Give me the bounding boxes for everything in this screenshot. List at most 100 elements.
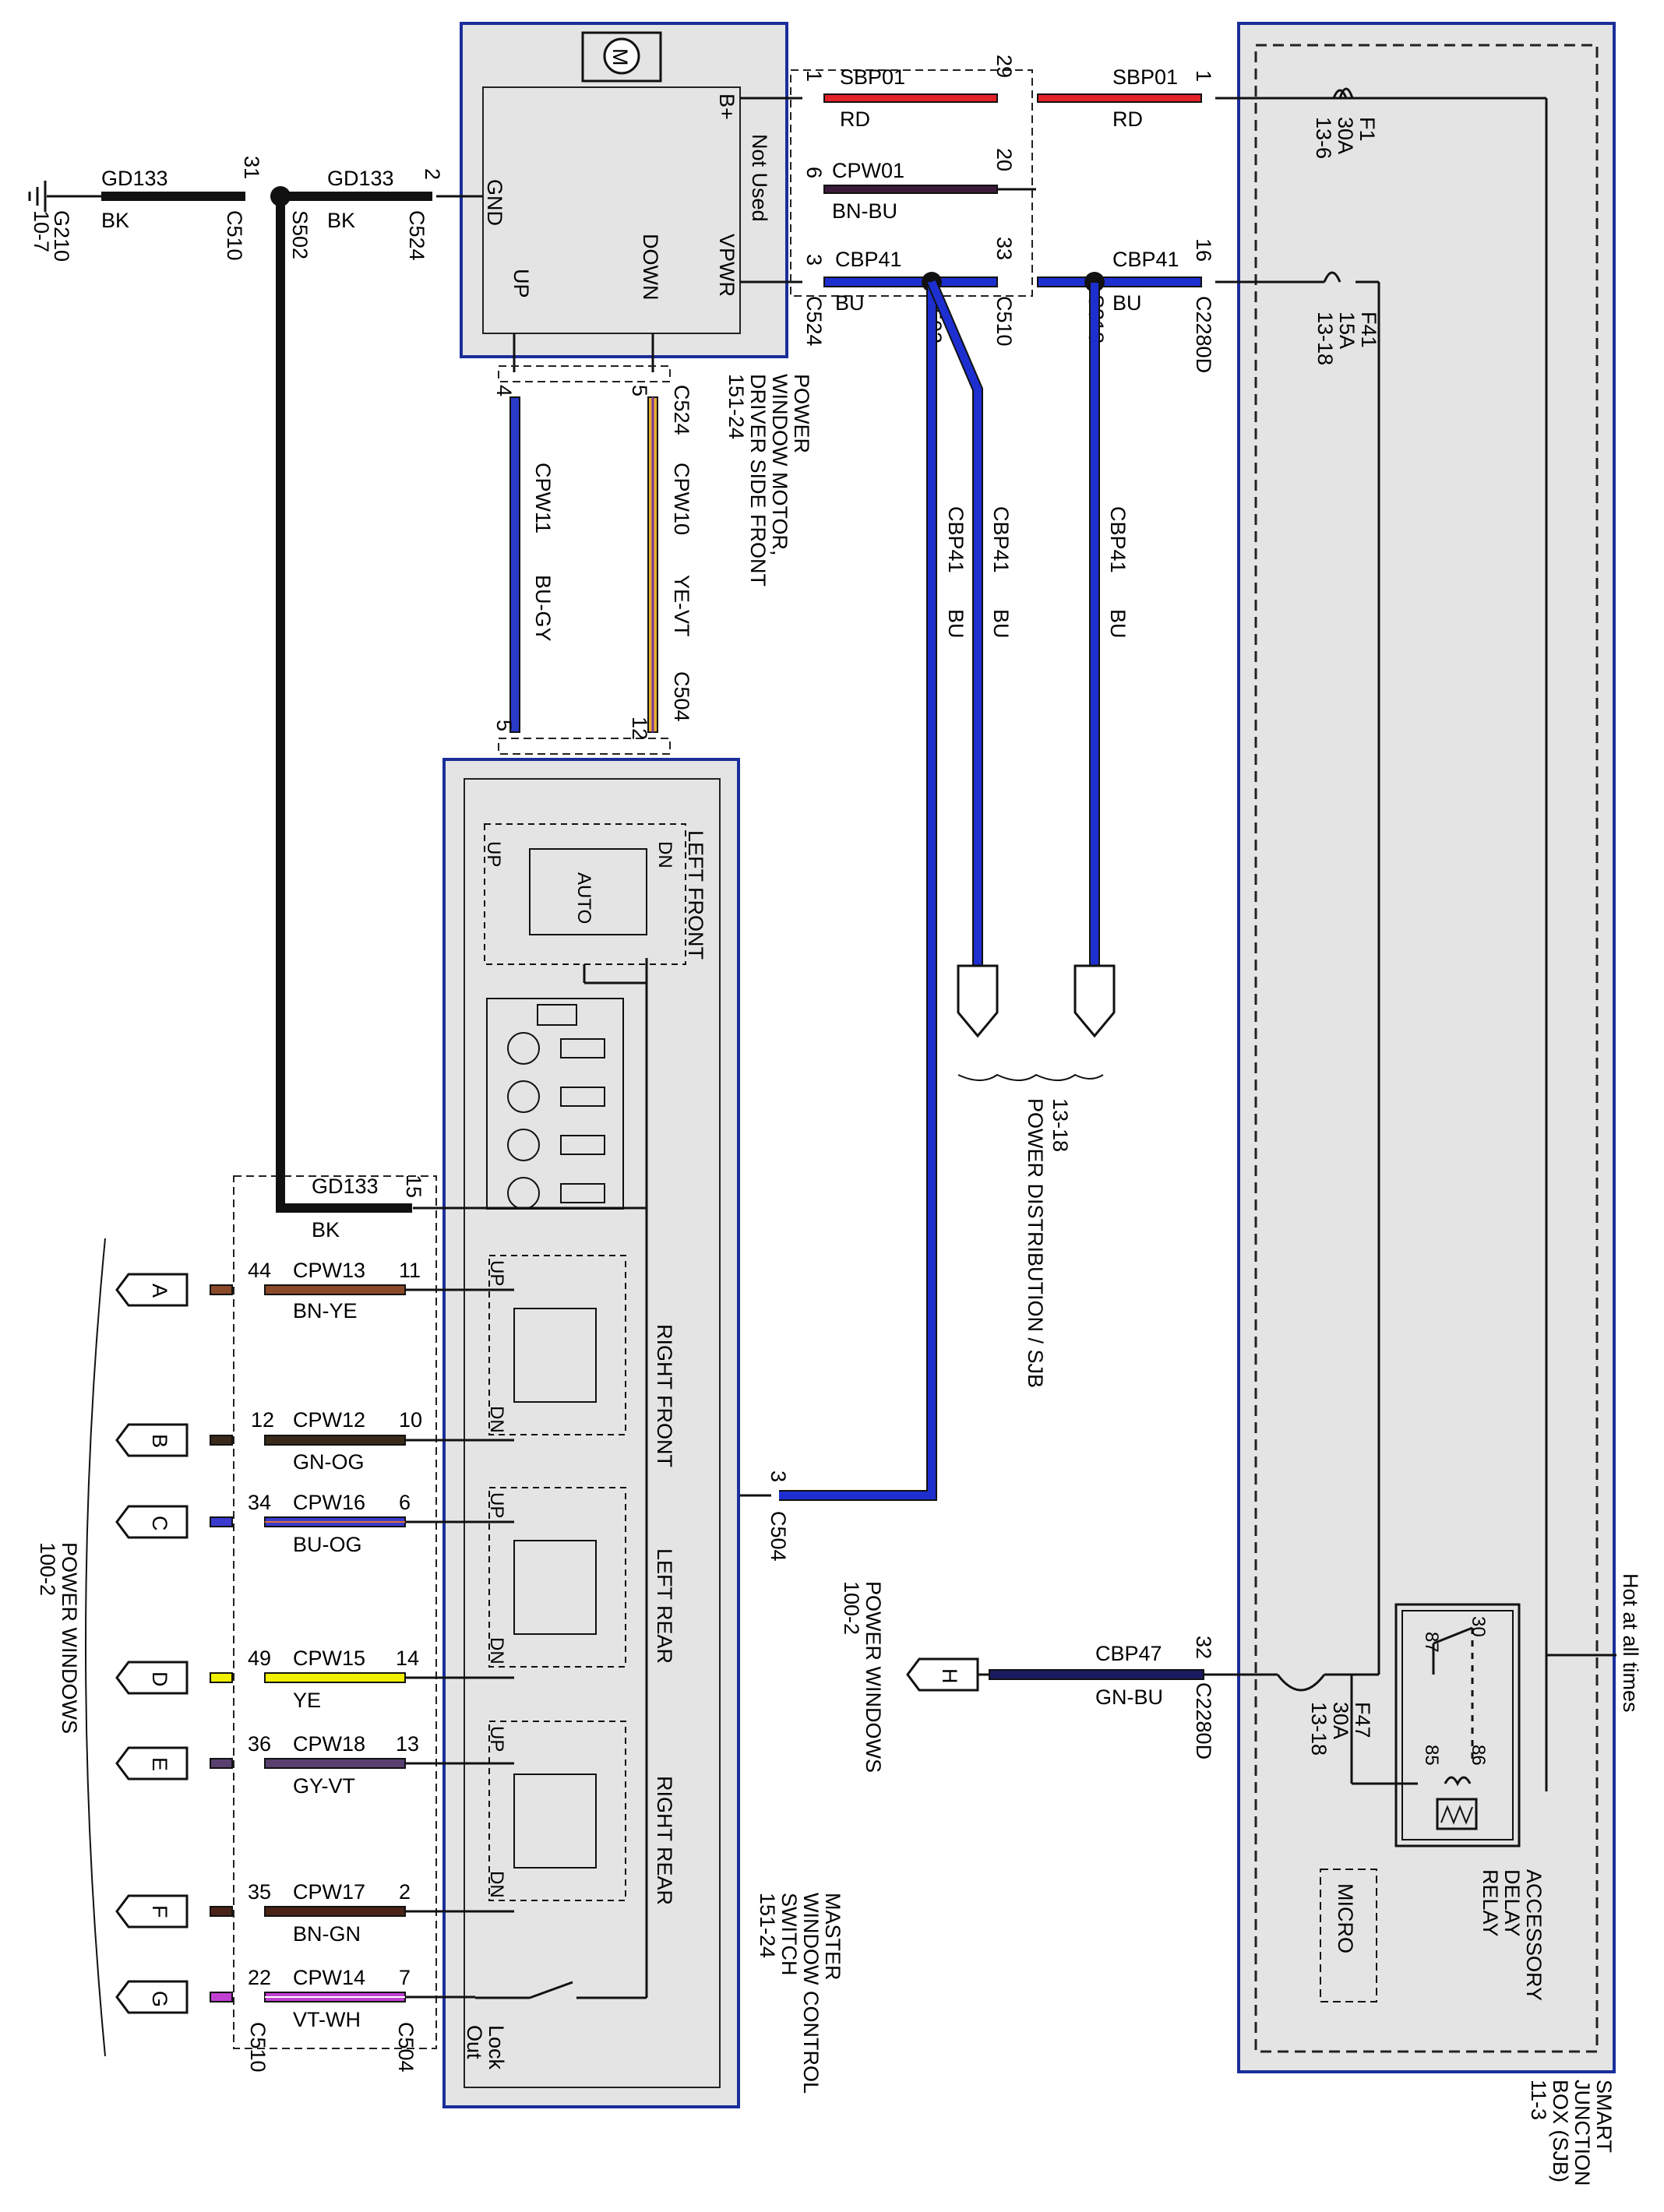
- right-front-up: UP: [486, 1260, 507, 1286]
- motor-name-4: 151-24: [724, 374, 748, 439]
- motor-pin-not-used: Not Used: [748, 134, 771, 222]
- wire-cbp41-drop-3: CBP41 BU: [1073, 281, 1130, 1038]
- switch-name-3: SWITCH: [777, 1893, 801, 1975]
- offpage-tag-d: D: [115, 1661, 189, 1695]
- wire-sbp01-left-circuit: SBP01: [840, 65, 905, 89]
- fuse-f41-id: F41: [1357, 312, 1380, 348]
- wire-cpw14-pin-a: 22: [248, 1966, 271, 1989]
- fuse-f1-ref: 13-6: [1312, 117, 1335, 159]
- motor-name-3: DRIVER SIDE FRONT: [746, 374, 770, 586]
- wire-cpw11-pin-a: 4: [492, 385, 516, 396]
- right-rear-dn: DN: [486, 1871, 507, 1898]
- wire-cbp41-top-left-color: BU: [835, 291, 865, 315]
- wire-gd133-left-color: BK: [101, 209, 129, 232]
- wire-cbp41-top-right-pin: 16: [1192, 238, 1215, 262]
- wire-cpw01: 6 20 CPW01 BN-BU: [802, 148, 1036, 223]
- wire-cpw01-circuit: CPW01: [832, 159, 904, 182]
- wire-cpw16-circuit: CPW16: [293, 1491, 365, 1514]
- wire-cpw18-pin-a: 36: [248, 1732, 271, 1756]
- offpage-f-letter: F: [148, 1905, 171, 1918]
- offpage-tag-e: E: [115, 1746, 189, 1781]
- wire-cpw17-circuit: CPW17: [293, 1880, 365, 1904]
- offpage-g-letter: G: [148, 1991, 171, 2007]
- wire-cbp41-top-left-pin-a: 3: [802, 254, 826, 266]
- wire-cbp41-top-left-pin-b: 33: [992, 237, 1016, 260]
- conn-c510-ground: C510: [223, 210, 246, 261]
- offpage-tag-c: C: [115, 1505, 189, 1539]
- wire-sbp01-right-pin: 1: [1192, 70, 1215, 82]
- wire-cpw13: CPW13 BN-YE 44 11: [210, 1259, 421, 1323]
- sjb-internal-wiring: [1215, 89, 1616, 1791]
- wire-cpw16: CPW16 BU-OG 34 6: [210, 1491, 411, 1556]
- motor-pin-down: DOWN: [639, 234, 662, 300]
- wire-cbp41-top-right: 16 CBP41 BU: [1037, 238, 1215, 315]
- offpage-h-letter: H: [938, 1668, 961, 1684]
- conn-c2280d-bottom: C2280D: [1192, 1682, 1215, 1759]
- wire-cpw18-color: GY-VT: [293, 1774, 355, 1798]
- conn-c504-feed: C504: [767, 1511, 790, 1562]
- sjb-name-2: JUNCTION: [1571, 2080, 1594, 2186]
- wire-cpw12-pin-a: 12: [251, 1408, 274, 1432]
- wire-gd133-switch-color: BK: [312, 1218, 340, 1242]
- fuse-f47-rating: 30A: [1329, 1702, 1352, 1739]
- wire-cpw01-pin-b: 20: [992, 148, 1016, 171]
- wire-cpw10-circuit: CPW10: [670, 463, 693, 535]
- wire-sbp01-right: 1 SBP01 RD: [1037, 65, 1215, 131]
- wire-gd133-right-color: BK: [327, 209, 355, 232]
- conn-c2280d-top: C2280D: [1192, 296, 1215, 373]
- motor-name-1: POWER: [790, 374, 813, 453]
- relay-pin-86: 86: [1468, 1745, 1489, 1766]
- splice-s502: S502: [288, 210, 312, 259]
- offpage-tag-f: F: [115, 1894, 189, 1928]
- wire-cbp41-top-left-circuit: CBP41: [835, 248, 902, 271]
- wire-cpw14-circuit: CPW14: [293, 1966, 365, 1989]
- power-window-motor: M B+ Not Used VPWR GND UP DOWN POWER WIN…: [436, 22, 813, 586]
- fuse-f41-rating: 15A: [1335, 312, 1359, 349]
- wire-sbp01-left-pin-b: 29: [992, 55, 1016, 78]
- power-windows-ref-num: 100-2: [36, 1542, 59, 1596]
- motor-name-2: WINDOW MOTOR,: [768, 374, 791, 555]
- sjb-name-4: 11-3: [1527, 2080, 1550, 2120]
- wire-cpw10-color: YE-VT: [670, 575, 693, 637]
- wire-cpw15-circuit: CPW15: [293, 1647, 365, 1670]
- relay-pin-30: 30: [1468, 1616, 1489, 1637]
- wire-cbp41-top-right-color: BU: [1112, 291, 1142, 315]
- wire-cpw14-pin-b: 7: [399, 1966, 411, 1989]
- wire-cpw11-color: BU-GY: [531, 575, 555, 642]
- wire-cbp47-pin: 32: [1192, 1636, 1215, 1659]
- relay-pin-85: 85: [1421, 1745, 1442, 1766]
- wire-cbp41-drop-2-color: BU: [989, 609, 1013, 639]
- wire-cbp41-drop-3-circuit: CBP41: [1106, 506, 1130, 573]
- smart-junction-box: SMART JUNCTION BOX (SJB) 11-3 Hot at all…: [1237, 22, 1642, 2186]
- wire-cpw13-pin-a: 44: [248, 1259, 271, 1282]
- fuse-f41: F41 15A 13-18: [1313, 271, 1380, 365]
- relay-name-3: RELAY: [1479, 1869, 1502, 1937]
- offpage-e-letter: E: [148, 1757, 171, 1771]
- wire-cpw16-pin-a: 34: [248, 1491, 271, 1514]
- left-front-label: LEFT FRONT: [684, 830, 707, 960]
- lock-out-2: Out: [463, 2025, 486, 2059]
- connector-outlines: [233, 69, 1033, 2049]
- wire-sbp01-left-color: RD: [840, 107, 870, 131]
- right-rear-label: RIGHT REAR: [653, 1776, 676, 1905]
- hot-at-all-times: Hot at all times: [1619, 1573, 1642, 1713]
- wire-cpw10: 5 12 CPW10 YE-VT C524 C504: [628, 385, 693, 740]
- wire-cpw15-pin-b: 14: [396, 1647, 419, 1670]
- wire-cpw15-pin-a: 49: [248, 1647, 271, 1670]
- wire-cbp47-color: GN-BU: [1095, 1685, 1163, 1709]
- left-front-up: UP: [483, 841, 504, 867]
- wire-cpw12-pin-b: 10: [399, 1408, 422, 1432]
- ground-gd133: G210 10-7 GD133 BK 31 C510 GD133 BK 2 C5…: [28, 156, 444, 1242]
- conn-c504-left: C504: [394, 2022, 418, 2073]
- offpage-a-letter: A: [148, 1284, 171, 1298]
- switch-name-1: MASTER: [821, 1893, 844, 1981]
- fuse-f47: F47 30A 13-18: [1307, 1702, 1374, 1756]
- fuse-f41-ref: 13-18: [1313, 312, 1337, 365]
- offpage-b-letter: B: [148, 1434, 171, 1448]
- conn-c504-cpw10: C504: [670, 671, 693, 722]
- wire-cbp41-drop-2-circuit: CBP41: [989, 506, 1013, 573]
- wire-cbp41-top-right-circuit: CBP41: [1112, 248, 1179, 271]
- conn-c524-cpw10: C524: [670, 385, 693, 435]
- micro-module: MICRO: [1320, 1869, 1377, 2002]
